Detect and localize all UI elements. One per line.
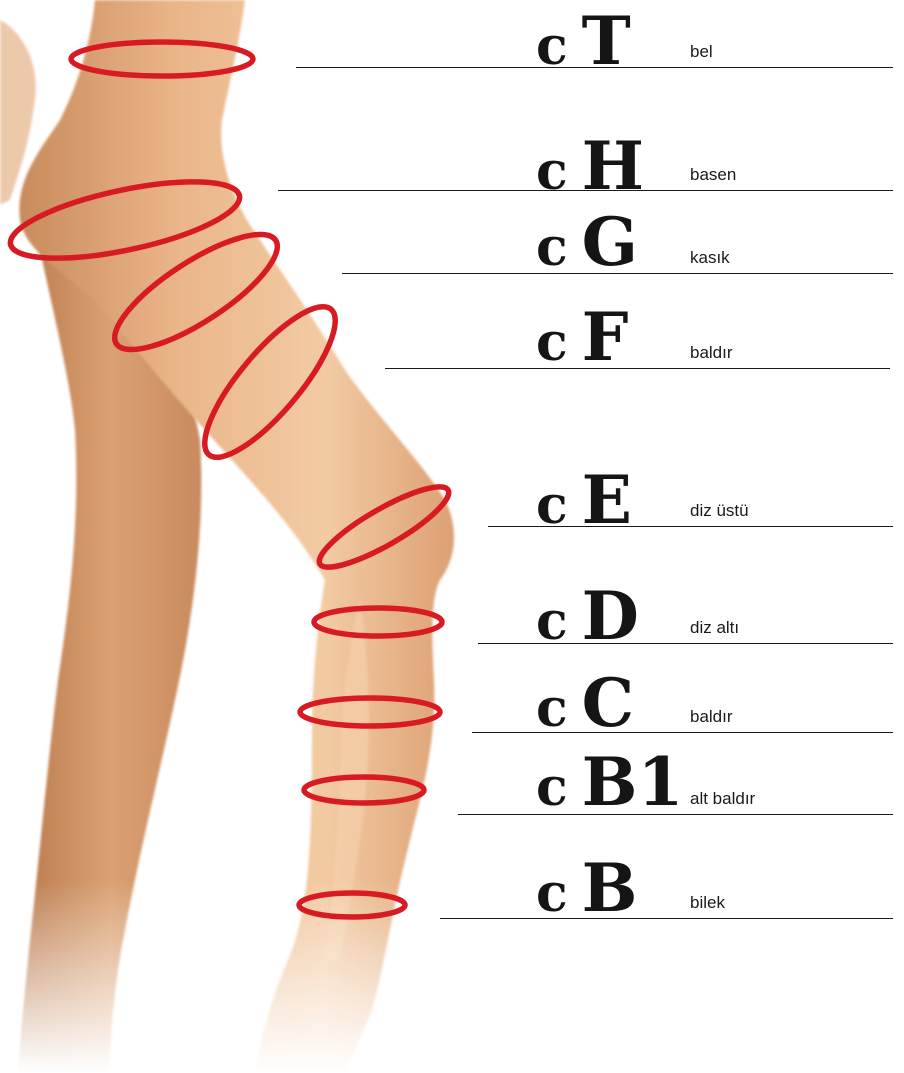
measurement-label: diz üstü [690, 502, 749, 519]
measurement-letter: B1 [582, 743, 684, 821]
measurement-prefix: c [536, 678, 568, 739]
measurement-letter: F [582, 298, 629, 376]
measurement-letter: E [582, 461, 632, 539]
measurement-rule [385, 368, 890, 369]
measurement-prefix: c [536, 591, 568, 652]
measurement-prefix: c [536, 863, 568, 924]
measurement-letter: B [582, 849, 638, 927]
measurement-label: bel [690, 43, 713, 60]
measurement-prefix: c [536, 141, 568, 202]
measurement-letter: G [582, 203, 638, 281]
measurement-prefix: c [536, 16, 568, 77]
measurement-letter: T [582, 2, 631, 80]
measurement-prefix: c [536, 217, 568, 278]
measurement-label: kasık [690, 249, 730, 266]
measurement-letter: D [582, 577, 639, 655]
measurement-label: bilek [690, 894, 725, 911]
measurement-label: diz altı [690, 619, 739, 636]
measurement-letter: C [582, 664, 635, 742]
measurement-label: baldır [690, 708, 733, 725]
measurement-rule [440, 918, 893, 919]
measurement-label: baldır [690, 344, 733, 361]
measurement-prefix: c [536, 475, 568, 536]
measurement-letter: H [582, 127, 644, 205]
measurement-label: alt baldır [690, 790, 755, 807]
measurement-label: basen [690, 166, 736, 183]
measurement-prefix: c [536, 757, 568, 818]
measurement-prefix: c [536, 312, 568, 373]
